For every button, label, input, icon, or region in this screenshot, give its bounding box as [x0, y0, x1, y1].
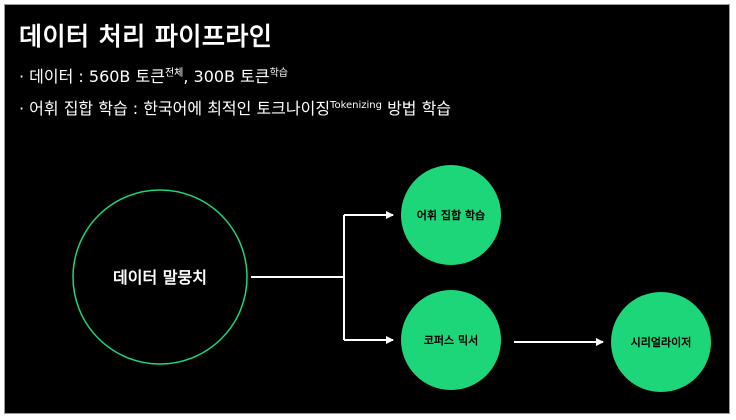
bullet-data: · 데이터 : 560B 토큰전체, 300B 토큰학습: [19, 63, 288, 87]
pipeline-diagram: 데이터 말뭉치 어휘 집합 학습 코퍼스 믹서 시리얼라이저: [72, 165, 711, 392]
bullet-data-middle: , 300B 토큰: [183, 67, 270, 86]
node-data-corpus-label: 데이터 말뭉치: [113, 268, 207, 287]
node-corpus-mixer-label: 코퍼스 믹서: [424, 333, 478, 347]
node-data-corpus: [72, 189, 248, 365]
node-vocab-label: 어휘 집합 학습: [417, 208, 485, 222]
bullet-vocab-text: · 어휘 집합 학습 : 한국어에 최적인 토크나이징: [19, 99, 331, 118]
bullet-data-sup-total: 전체: [164, 68, 184, 79]
slide: 데이터 처리 파이프라인 · 데이터 : 560B 토큰전체, 300B 토큰학…: [4, 4, 730, 414]
node-serializer-label: 시리얼라이저: [631, 335, 692, 349]
node-serializer: [611, 292, 711, 392]
slide-title: 데이터 처리 파이프라인: [19, 22, 273, 51]
bullet-data-text: · 데이터 : 560B 토큰: [19, 67, 165, 86]
bullet-vocab-suffix: 방법 학습: [382, 99, 452, 118]
bullet-vocab: · 어휘 집합 학습 : 한국어에 최적인 토크나이징Tokenizing 방법…: [19, 95, 451, 119]
node-corpus-mixer: [401, 290, 501, 390]
bullet-data-sup-train: 학습: [269, 68, 288, 79]
node-vocab: [401, 165, 501, 265]
bullet-vocab-sup: Tokenizing: [330, 100, 382, 111]
